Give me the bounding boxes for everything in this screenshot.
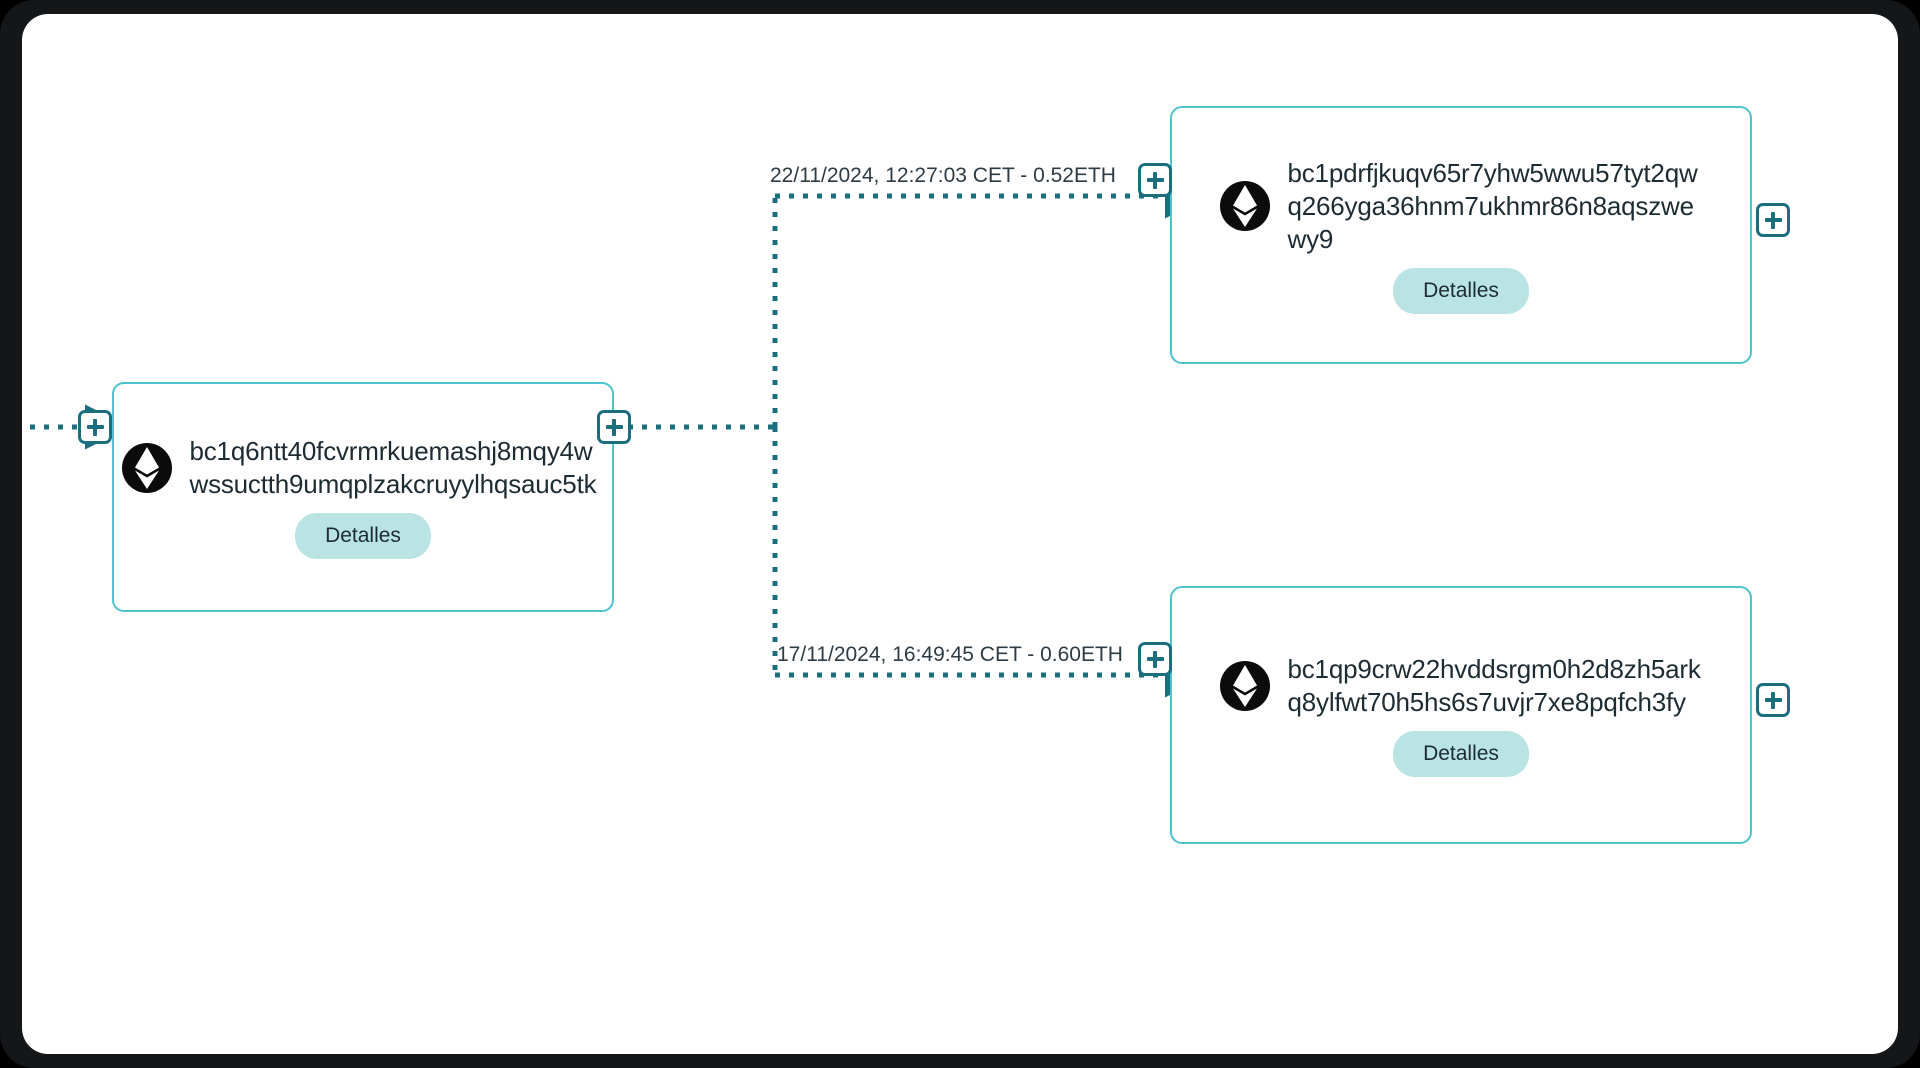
node-target-bottom-details-button[interactable]: Detalles bbox=[1393, 731, 1529, 777]
graph-canvas[interactable]: 22/11/2024, 12:27:03 CET - 0.52ETH 17/11… bbox=[22, 14, 1898, 1054]
node-source-expand-right-button[interactable] bbox=[597, 410, 631, 444]
node-source-address: bc1q6ntt40fcvrmrkuemashj8mqy4wwssuctth9u… bbox=[189, 436, 597, 499]
ethereum-icon bbox=[121, 443, 172, 493]
node-source-details-button[interactable]: Detalles bbox=[295, 513, 431, 559]
node-source-content: bc1q6ntt40fcvrmrkuemashj8mqy4wwssuctth9u… bbox=[114, 435, 612, 501]
node-target-top-expand-right-button[interactable] bbox=[1756, 203, 1790, 237]
node-target-bottom-expand-right-button[interactable] bbox=[1756, 683, 1790, 717]
node-card-target-top[interactable]: bc1pdrfjkuqv65r7yhw5wwu57tyt2qwq266yga36… bbox=[1170, 106, 1752, 364]
node-target-top-content: bc1pdrfjkuqv65r7yhw5wwu57tyt2qwq266yga36… bbox=[1172, 157, 1750, 256]
node-target-bottom-address: bc1qp9crw22hvddsrgm0h2d8zh5arkq8ylfwt70h… bbox=[1287, 654, 1701, 717]
edge-trunk bbox=[614, 196, 778, 675]
node-target-top-address: bc1pdrfjkuqv65r7yhw5wwu57tyt2qwq266yga36… bbox=[1287, 157, 1698, 254]
node-card-target-bottom[interactable]: bc1qp9crw22hvddsrgm0h2d8zh5arkq8ylfwt70h… bbox=[1170, 586, 1752, 844]
edge-bottom-label: 17/11/2024, 16:49:45 CET - 0.60ETH bbox=[777, 643, 1123, 666]
node-source-expand-left-button[interactable] bbox=[78, 410, 112, 444]
edge-bottom-expand-button[interactable] bbox=[1138, 642, 1172, 676]
edge-top-expand-button[interactable] bbox=[1138, 163, 1172, 197]
node-card-source[interactable]: bc1q6ntt40fcvrmrkuemashj8mqy4wwssuctth9u… bbox=[112, 382, 614, 612]
ethereum-icon bbox=[1219, 181, 1270, 231]
edge-top-label: 22/11/2024, 12:27:03 CET - 0.52ETH bbox=[770, 164, 1116, 187]
node-target-bottom-content: bc1qp9crw22hvddsrgm0h2d8zh5arkq8ylfwt70h… bbox=[1172, 653, 1750, 719]
node-target-top-details-button[interactable]: Detalles bbox=[1393, 267, 1529, 314]
ethereum-icon bbox=[1219, 661, 1270, 711]
